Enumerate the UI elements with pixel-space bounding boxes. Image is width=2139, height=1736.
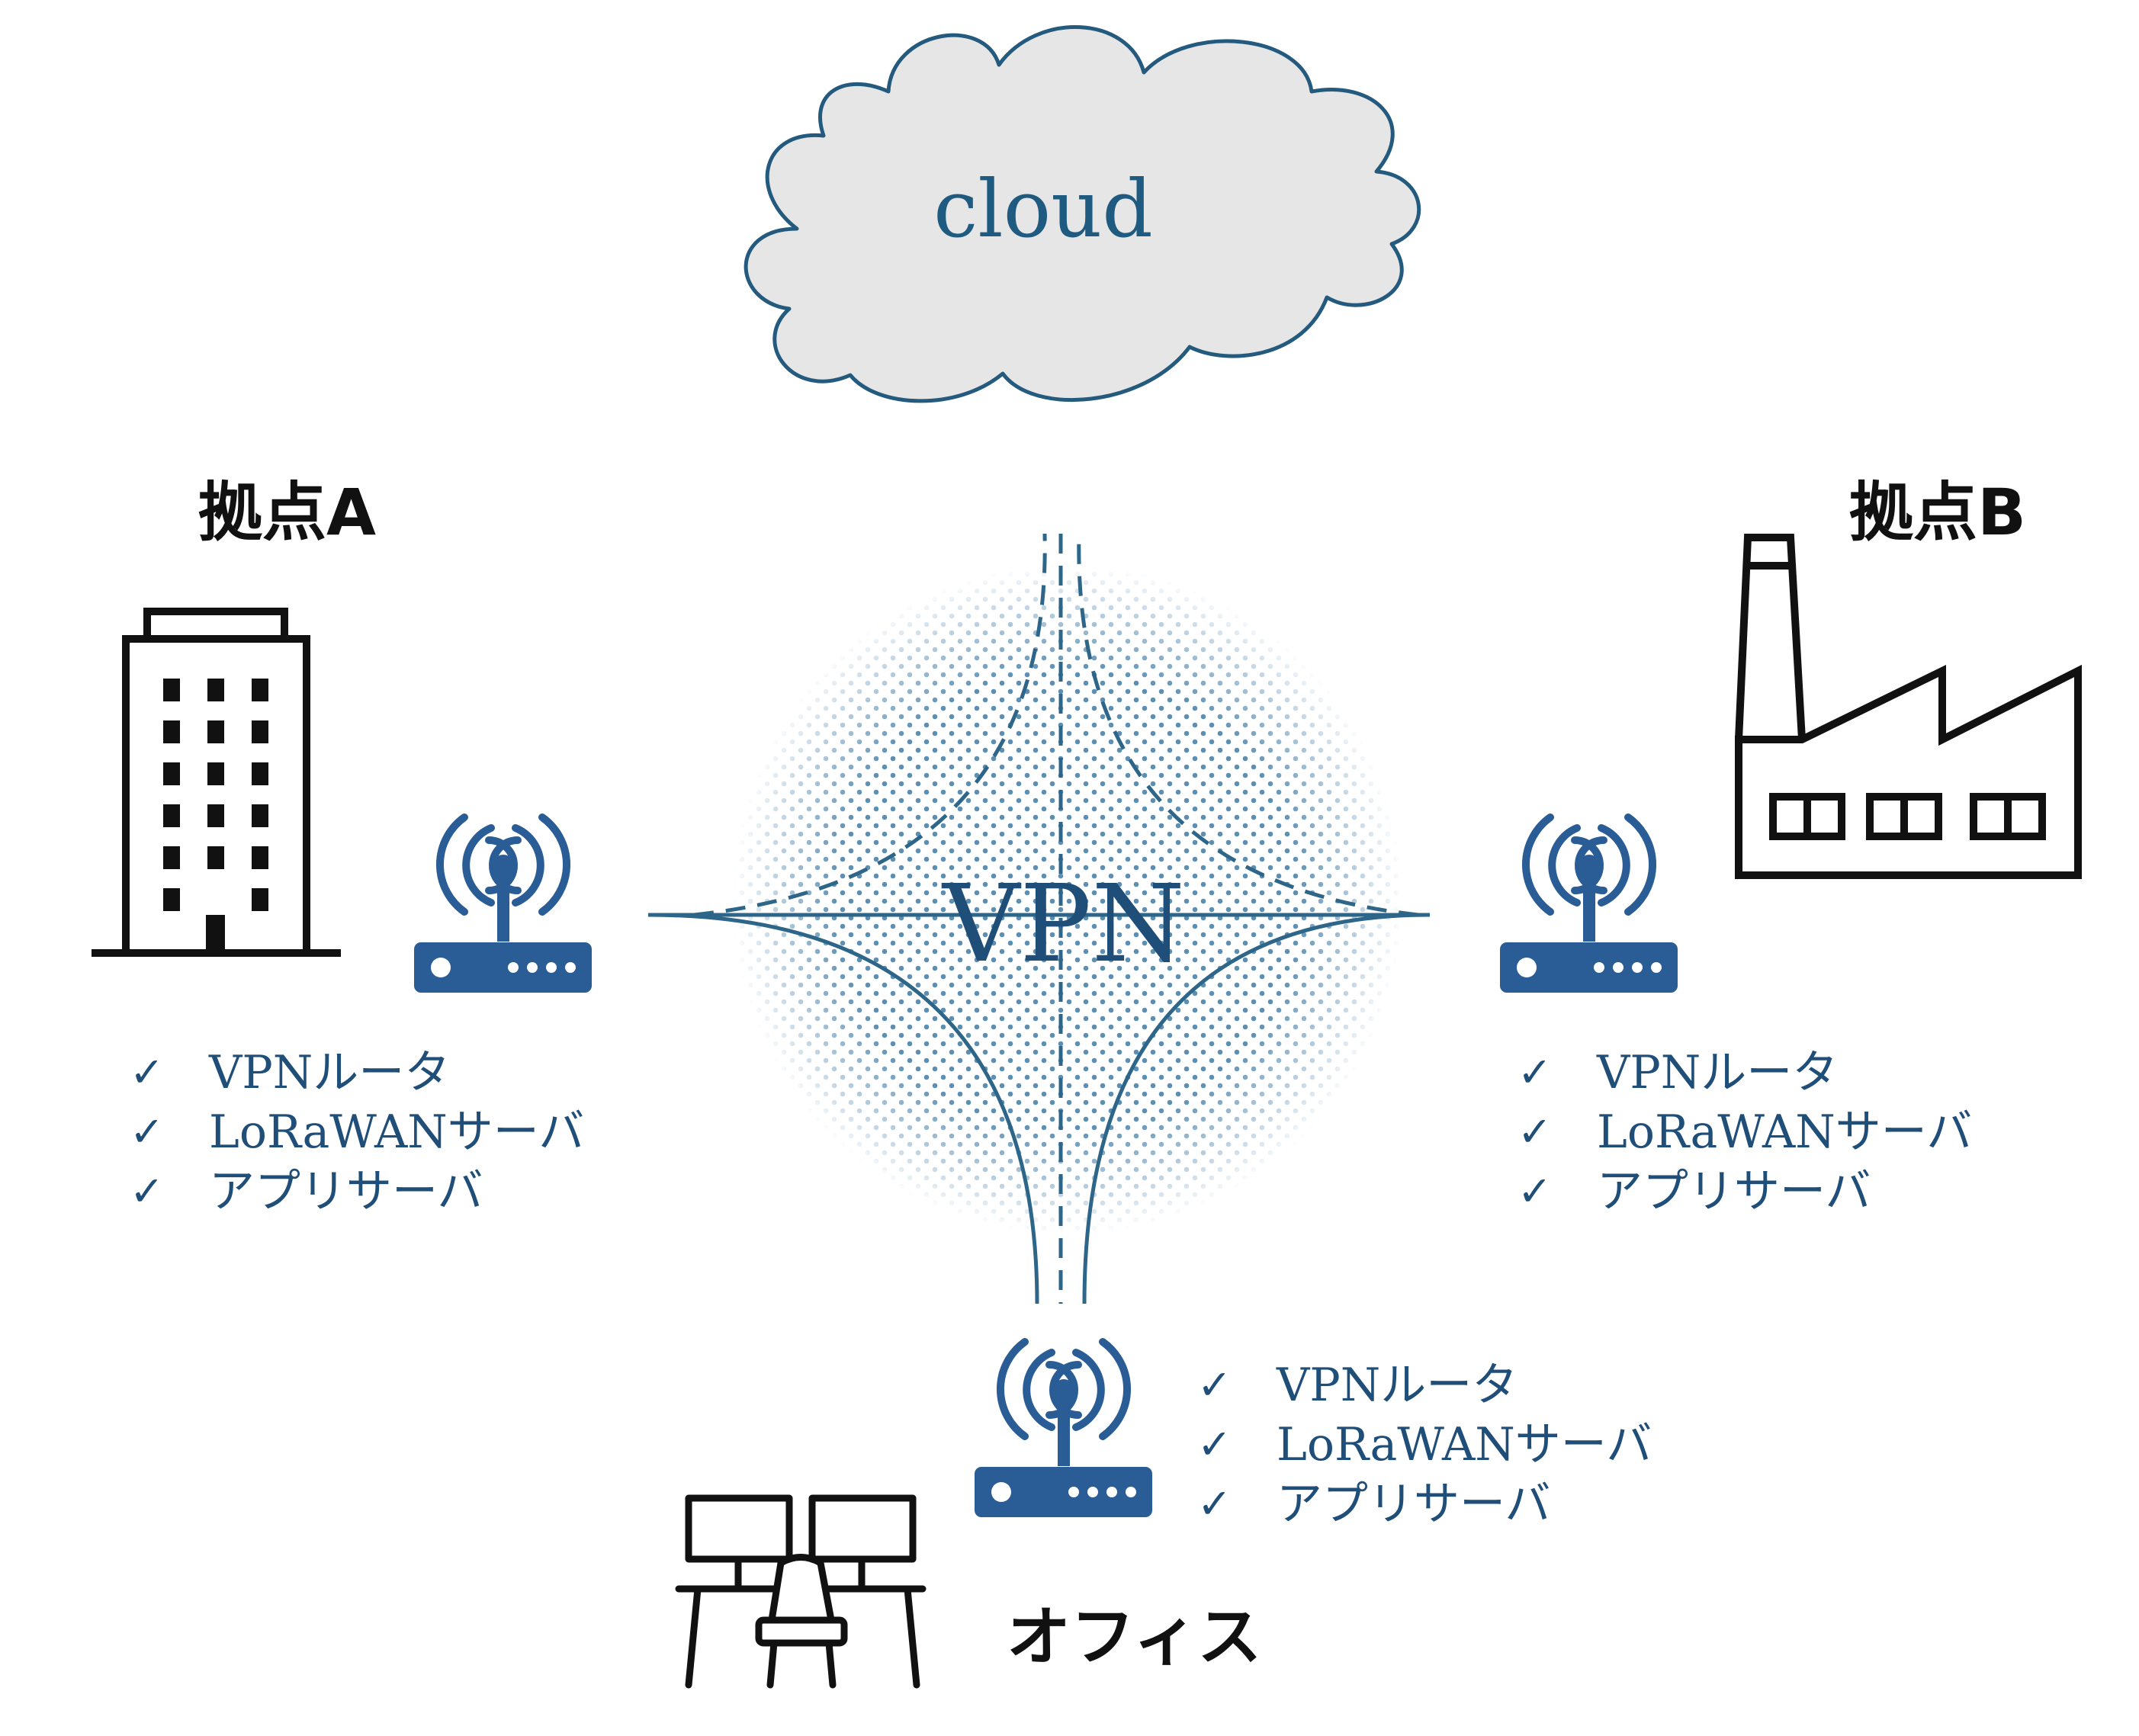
list-item: ✓ LoRaWANサーバ xyxy=(1197,1415,1652,1474)
list-item: ✓ VPNルータ xyxy=(130,1043,584,1102)
check-icon: ✓ xyxy=(130,1108,165,1156)
office-building-icon xyxy=(92,608,341,957)
list-item: ✓ VPNルータ xyxy=(1197,1356,1652,1415)
check-icon: ✓ xyxy=(130,1048,165,1096)
check-icon: ✓ xyxy=(1197,1480,1232,1528)
check-icon: ✓ xyxy=(1518,1108,1553,1156)
feature-label: アプリサーバ xyxy=(1277,1478,1551,1531)
cloud-icon: cloud xyxy=(744,24,1421,403)
check-icon: ✓ xyxy=(1197,1420,1232,1468)
list-item: ✓ アプリサーバ xyxy=(130,1162,584,1221)
check-icon: ✓ xyxy=(130,1167,165,1215)
feature-label: VPNルータ xyxy=(1597,1046,1839,1099)
list-item: ✓ LoRaWANサーバ xyxy=(1518,1102,1972,1162)
site-a-feature-list: ✓ VPNルータ ✓ LoRaWANサーバ ✓ アプリサーバ xyxy=(130,1043,584,1221)
router-icon-site-b xyxy=(1500,813,1678,993)
feature-label: アプリサーバ xyxy=(1597,1165,1871,1218)
vpn-connection-lines xyxy=(647,533,1431,1304)
site-b-feature-list: ✓ VPNルータ ✓ LoRaWANサーバ ✓ アプリサーバ xyxy=(1518,1043,1972,1221)
feature-label: LoRaWANサーバ xyxy=(1277,1418,1652,1471)
workstation-icon xyxy=(675,1494,927,1689)
site-b-label: 拠点B xyxy=(1849,475,2027,550)
list-item: ✓ VPNルータ xyxy=(1518,1043,1972,1102)
site-a-label: 拠点A xyxy=(198,475,377,550)
feature-label: VPNルータ xyxy=(1277,1359,1518,1412)
vpn-label: VPN xyxy=(941,862,1185,987)
feature-label: LoRaWANサーバ xyxy=(209,1105,585,1159)
feature-label: LoRaWANサーバ xyxy=(1597,1105,1973,1159)
list-item: ✓ LoRaWANサーバ xyxy=(130,1102,584,1162)
list-item: ✓ アプリサーバ xyxy=(1518,1162,1972,1221)
router-icon-site-a xyxy=(414,813,592,993)
vpn-halftone xyxy=(732,564,1403,1235)
cloud-label: cloud xyxy=(933,162,1153,255)
list-item: ✓ アプリサーバ xyxy=(1197,1474,1652,1534)
feature-label: アプリサーバ xyxy=(209,1165,483,1218)
router-icon-office xyxy=(975,1338,1152,1517)
office-feature-list: ✓ VPNルータ ✓ LoRaWANサーバ ✓ アプリサーバ xyxy=(1197,1356,1652,1534)
feature-label: VPNルータ xyxy=(209,1046,451,1099)
factory-icon xyxy=(1735,534,2082,879)
check-icon: ✓ xyxy=(1518,1048,1553,1096)
office-label: オフィス xyxy=(1007,1600,1262,1674)
check-icon: ✓ xyxy=(1518,1167,1553,1215)
check-icon: ✓ xyxy=(1197,1361,1232,1409)
